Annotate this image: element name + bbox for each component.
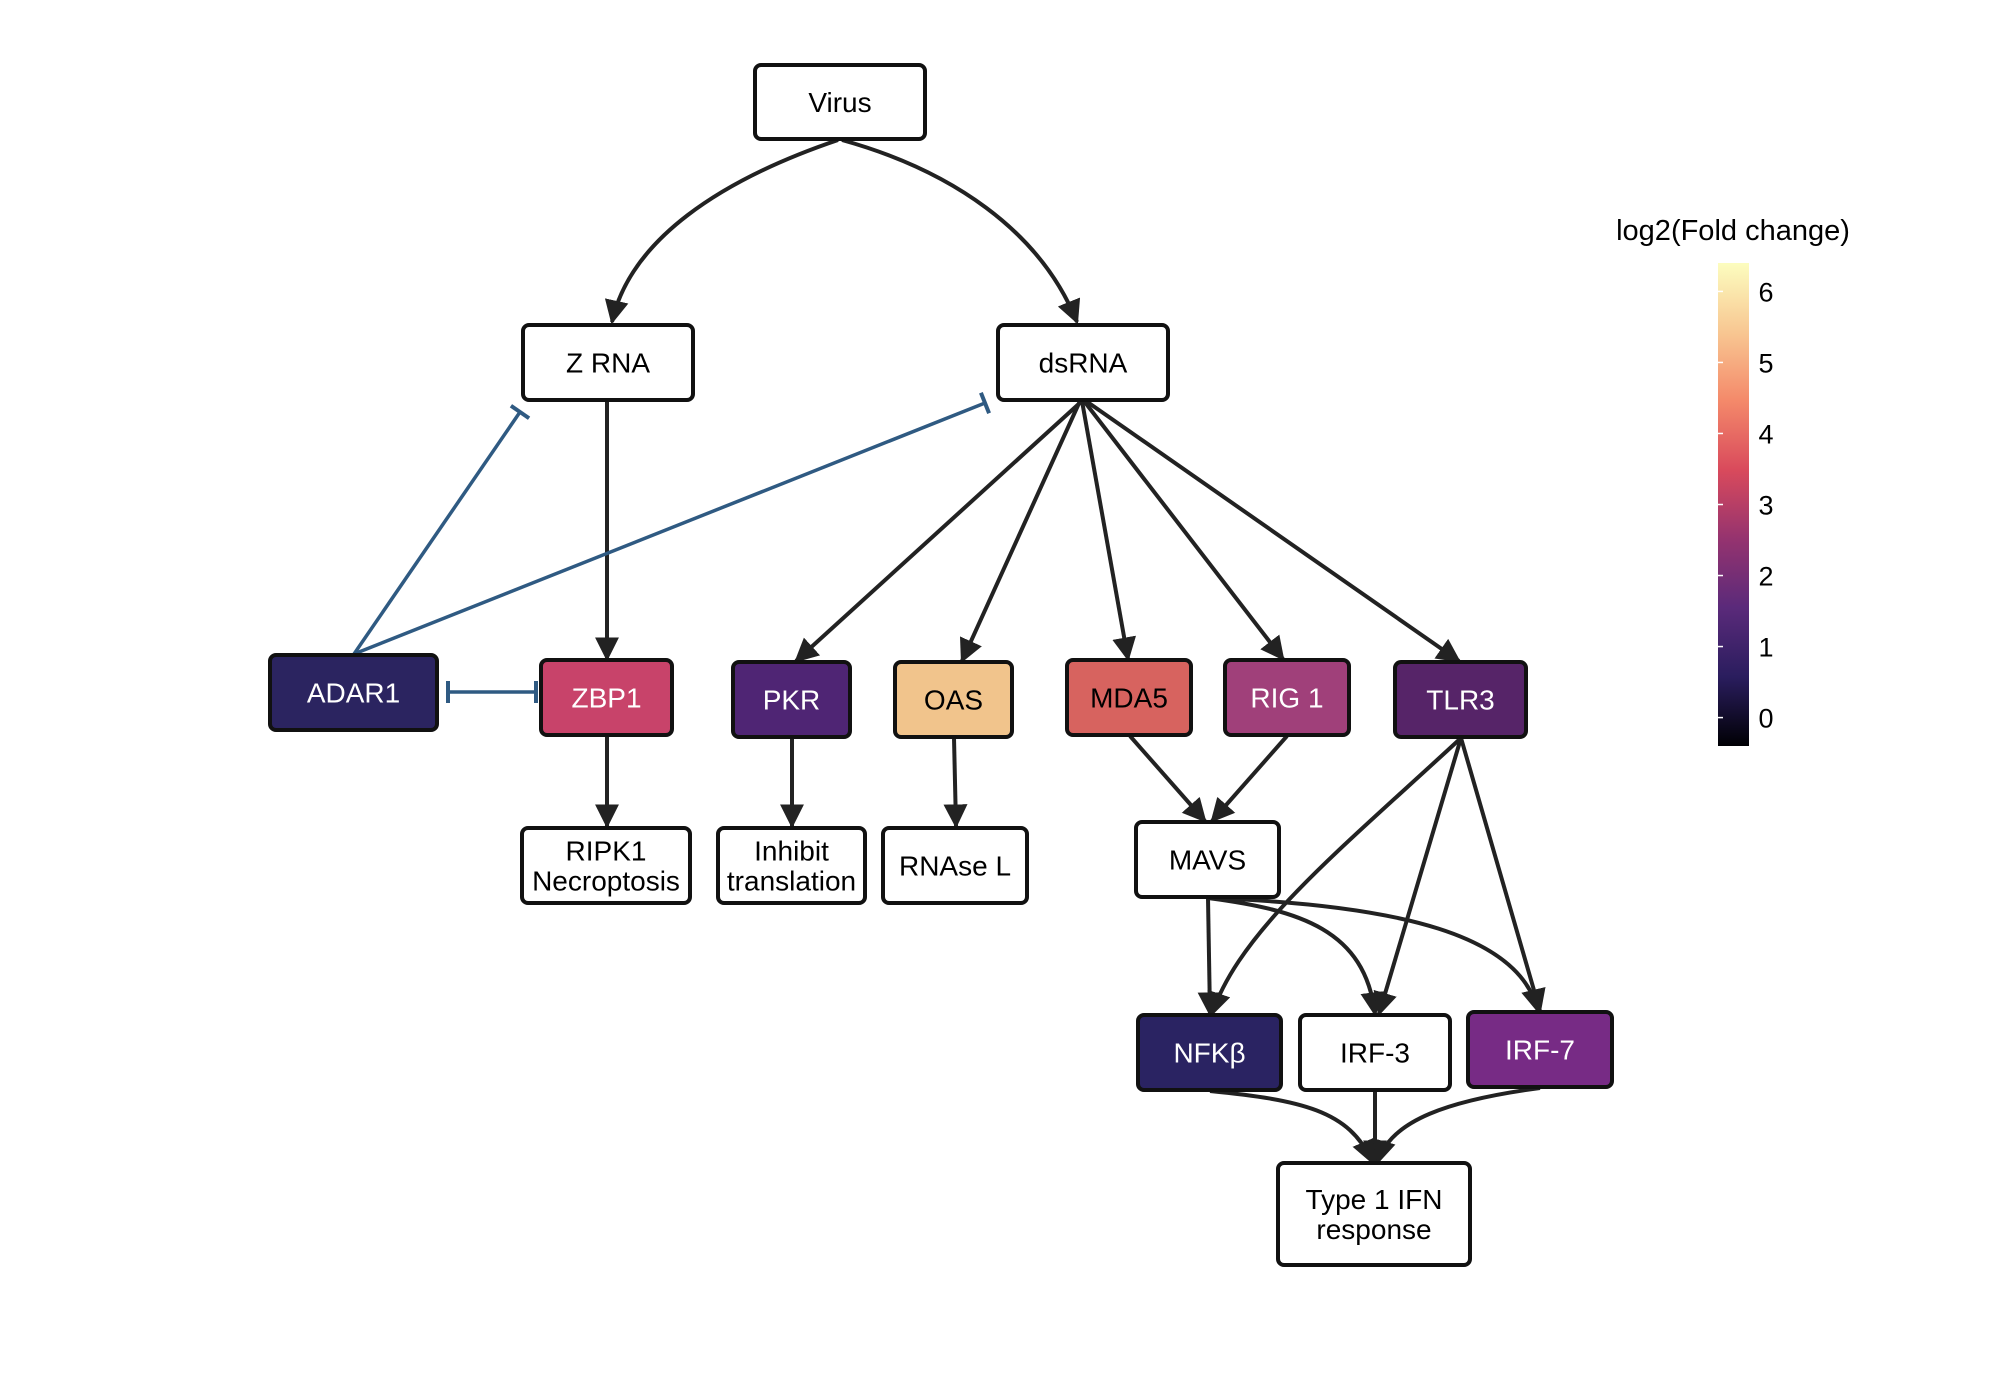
node-label-mda5: MDA5 — [1090, 683, 1168, 714]
edge-dsrna-to-mda5 — [1080, 400, 1137, 662]
node-box-ripk1 — [520, 826, 692, 905]
node-adar1: ADAR1 — [268, 653, 439, 732]
node-rig1: RIG 1 — [1223, 658, 1351, 737]
legend-ticks: 0 1 2 3 4 5 6 — [1718, 277, 1774, 734]
edge-nfkb-to-ifn — [1209, 1089, 1375, 1165]
node-box-oas — [893, 660, 1014, 739]
node-box-virus — [753, 63, 927, 141]
node-box-irf7 — [1466, 1010, 1614, 1089]
node-label-rig1: RIG 1 — [1250, 683, 1323, 714]
node-box-inhibit — [716, 826, 867, 905]
node-label-rnasel: RNAse L — [899, 851, 1011, 882]
node-label-irf3: IRF-3 — [1340, 1038, 1410, 1069]
edge-mavs-to-nfkb — [1197, 897, 1222, 1017]
node-box-irf3 — [1298, 1013, 1452, 1092]
node-box-dsrna — [996, 323, 1170, 402]
legend-colorbar — [1718, 263, 1749, 746]
node-rnasel: RNAse L — [881, 826, 1029, 905]
node-oas: OAS — [893, 660, 1014, 739]
edge-oas-to-rnasel — [943, 737, 968, 829]
inhibit-bar-adar1-to-dsrna — [979, 392, 991, 414]
node-box-nfkb — [1136, 1013, 1283, 1092]
node-label-zrna: Z RNA — [566, 348, 650, 379]
node-label-pkr: PKR — [763, 685, 821, 716]
node-pkr: PKR — [731, 660, 852, 739]
legend-tick-label-2: 2 — [1758, 562, 1773, 592]
edge-virus-to-zrna — [604, 138, 839, 325]
edge-tlr3-to-irf7 — [1459, 737, 1546, 1014]
edge-adar1-to-zrna — [352, 411, 522, 655]
node-label-ripk1-line-2: Necroptosis — [532, 866, 680, 897]
legend-tick-label-4: 4 — [1758, 419, 1773, 449]
node-label-ifn-line-1: Type 1 IFN — [1306, 1184, 1443, 1215]
node-tlr3: TLR3 — [1393, 660, 1528, 739]
color-legend: log2(Fold change) 0 1 2 3 4 5 6 — [1616, 215, 1850, 746]
node-dsrna: dsRNA — [996, 323, 1170, 402]
edge-virus-to-dsrna — [841, 138, 1081, 325]
node-mda5: MDA5 — [1065, 658, 1193, 737]
edge-dsrna-to-pkr — [794, 399, 1084, 663]
legend-tick-label-0: 0 — [1758, 704, 1773, 734]
node-label-irf7: IRF-7 — [1505, 1035, 1575, 1066]
edge-rig1-to-mavs — [1210, 734, 1289, 823]
node-box-pkr — [731, 660, 852, 739]
edge-adar1-to-dsrna — [353, 401, 986, 656]
node-box-mda5 — [1065, 658, 1193, 737]
legend-tick-label-3: 3 — [1758, 491, 1773, 521]
legend-title: log2(Fold change) — [1616, 215, 1850, 247]
edge-mda5-to-mavs — [1128, 734, 1207, 823]
node-mavs: MAVS — [1134, 820, 1281, 899]
node-irf3: IRF-3 — [1298, 1013, 1452, 1092]
node-label-tlr3: TLR3 — [1426, 685, 1494, 716]
node-box-rnasel — [881, 826, 1029, 905]
legend-tick-label-6: 6 — [1758, 277, 1773, 307]
node-label-adar1: ADAR1 — [307, 678, 400, 709]
node-label-mavs: MAVS — [1169, 845, 1246, 876]
node-label-inhibit-line-2: translation — [727, 866, 856, 897]
node-label-zbp1: ZBP1 — [571, 683, 641, 714]
edge-tlr3-to-nfkb — [1207, 736, 1463, 1017]
edge-mavs-to-irf7 — [1209, 896, 1545, 1014]
legend-tick-label-1: 1 — [1758, 633, 1773, 663]
edge-mavs-to-irf3 — [1207, 896, 1385, 1017]
legend-tick-label-5: 5 — [1758, 348, 1773, 378]
node-zrna: Z RNA — [521, 323, 695, 402]
node-label-ripk1-line-1: RIPK1 — [566, 836, 647, 867]
node-virus: Virus — [753, 63, 927, 141]
node-label-oas: OAS — [924, 685, 983, 716]
node-irf7: IRF-7 — [1466, 1010, 1614, 1089]
node-label-inhibit-line-1: Inhibit — [754, 836, 829, 867]
node-box-tlr3 — [1393, 660, 1528, 739]
edges-layer — [352, 138, 1546, 1165]
node-nfkb: NFKβ — [1136, 1013, 1283, 1092]
node-box-zrna — [521, 323, 695, 402]
node-box-adar1 — [268, 653, 439, 732]
node-box-rig1 — [1223, 658, 1351, 737]
node-label-ifn-line-2: response — [1316, 1214, 1431, 1245]
node-label-dsrna: dsRNA — [1039, 348, 1128, 379]
edge-dsrna-to-oas — [959, 400, 1082, 664]
node-label-nfkb: NFKβ — [1173, 1038, 1245, 1069]
node-label-virus: Virus — [808, 87, 871, 118]
edge-irf7-to-ifn — [1372, 1086, 1541, 1165]
node-box-mavs — [1134, 820, 1281, 899]
edge-tlr3-to-irf3 — [1373, 737, 1463, 1017]
edge-dsrna-to-rig1 — [1082, 399, 1285, 661]
nodes-layer: Virus Z RNA dsRNA ADAR1 ZBP1 PKR OAS MDA5 RIG 1 T… — [268, 63, 1614, 1267]
node-box-ifn — [1276, 1161, 1472, 1267]
inhibit-bar-adar1-to-zrna — [509, 404, 531, 420]
edge-dsrna-to-tlr3 — [1084, 399, 1461, 663]
node-box-zbp1 — [539, 658, 674, 737]
node-zbp1: ZBP1 — [539, 658, 674, 737]
